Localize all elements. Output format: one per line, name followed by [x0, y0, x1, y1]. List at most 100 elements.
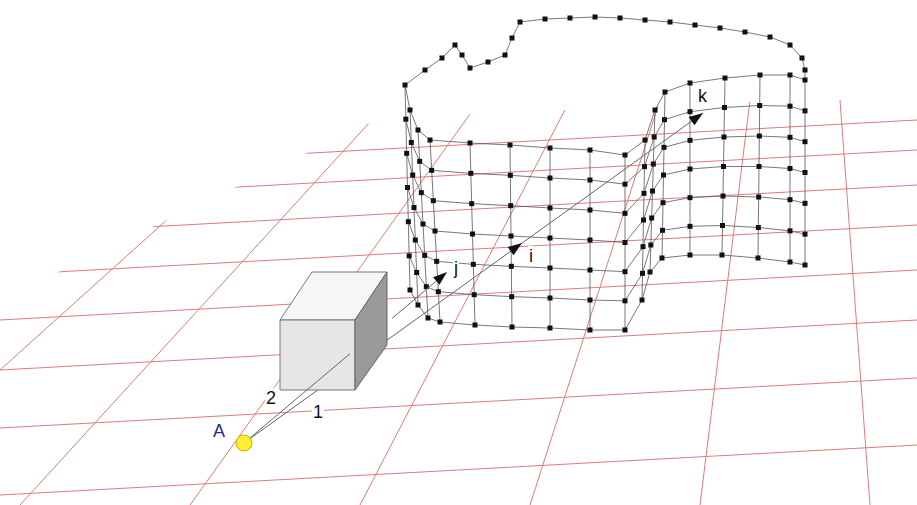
mesh-line — [410, 255, 805, 330]
mesh-node — [588, 298, 593, 303]
mesh-node — [803, 201, 808, 206]
mesh-node — [623, 240, 628, 245]
mesh-node — [803, 68, 808, 73]
mesh-node — [588, 328, 593, 333]
mesh-node — [548, 266, 553, 271]
arrowhead — [433, 272, 447, 285]
mesh-node — [468, 171, 473, 176]
mesh-node — [653, 108, 658, 113]
mesh-node — [548, 296, 553, 301]
mesh-node — [414, 270, 419, 275]
mesh-node — [651, 162, 656, 167]
mesh-node — [486, 60, 491, 65]
ray-2-continued — [392, 281, 437, 319]
mesh-line — [408, 196, 805, 272]
mesh-node — [756, 195, 761, 200]
mesh-line — [662, 92, 665, 258]
mesh-node — [788, 135, 793, 140]
mesh-node — [410, 173, 415, 178]
mesh-node — [803, 139, 808, 144]
mesh-node — [510, 36, 515, 41]
mesh-node — [688, 81, 693, 86]
mesh-line — [410, 110, 418, 305]
mesh-node — [718, 26, 723, 31]
mesh-node — [408, 108, 413, 113]
mesh-node — [648, 243, 653, 248]
mesh-node — [642, 164, 647, 169]
mesh-node — [429, 168, 434, 173]
mesh-line — [470, 143, 475, 325]
mesh-node — [548, 206, 553, 211]
mesh-node — [660, 228, 665, 233]
mesh-node — [438, 320, 443, 325]
mesh-node — [722, 135, 727, 140]
mesh-node — [508, 203, 513, 208]
mesh-node — [588, 148, 593, 153]
mesh-node — [722, 105, 727, 110]
obstacle-box — [280, 272, 387, 390]
mesh-node — [408, 288, 413, 293]
mesh-node — [668, 20, 673, 25]
mesh-line — [406, 106, 805, 185]
mesh-node — [662, 117, 667, 122]
mesh-node — [508, 173, 513, 178]
point-label: j — [453, 258, 459, 278]
mesh-node — [588, 238, 593, 243]
mesh-node — [743, 30, 748, 35]
mesh-node — [472, 292, 477, 297]
mesh-node — [756, 225, 761, 230]
mesh-node — [723, 76, 728, 81]
mesh-node — [509, 294, 514, 299]
arrowhead — [508, 243, 522, 255]
mesh-node — [623, 328, 628, 333]
mesh-node — [468, 66, 473, 71]
mesh-node — [623, 182, 628, 187]
mesh-line — [405, 75, 805, 155]
mesh-node — [641, 218, 646, 223]
mesh-node — [661, 173, 666, 178]
mesh-node — [471, 262, 476, 267]
mesh-node — [405, 185, 410, 190]
mesh-node — [431, 198, 436, 203]
mesh-node — [433, 229, 438, 234]
mesh-node — [503, 53, 508, 58]
mesh-line — [409, 226, 805, 301]
mesh-node — [800, 56, 805, 61]
mesh-node — [756, 256, 761, 261]
mesh-node — [649, 216, 654, 221]
mesh-line — [405, 85, 410, 290]
mesh-node — [473, 323, 478, 328]
mesh-node — [757, 164, 762, 169]
ground-grid — [0, 100, 917, 505]
mesh-node — [720, 223, 725, 228]
mesh-node — [643, 18, 648, 23]
mesh-node — [788, 43, 793, 48]
mesh-node — [788, 197, 793, 202]
mesh-node — [768, 35, 773, 40]
mesh-line — [642, 140, 645, 300]
mesh-line — [722, 78, 725, 255]
mesh-node — [568, 16, 573, 21]
mesh-node — [663, 90, 668, 95]
mesh-node — [788, 104, 793, 109]
mesh-node — [440, 56, 445, 61]
arrowhead — [689, 113, 703, 125]
mesh-node — [412, 205, 417, 210]
mesh-node — [623, 211, 628, 216]
mesh-node — [419, 190, 424, 195]
mesh-node — [721, 194, 726, 199]
mesh-node — [623, 153, 628, 158]
point-label: 1 — [312, 402, 324, 422]
mesh-node — [422, 253, 427, 258]
mesh-node — [548, 146, 553, 151]
mesh-node — [409, 140, 414, 145]
mesh-node — [588, 178, 593, 183]
ray-2 — [244, 354, 350, 443]
mesh-node — [548, 176, 553, 181]
source-point — [236, 435, 252, 451]
mesh-node — [407, 253, 412, 258]
ray-1 — [244, 113, 703, 443]
point-label: i — [528, 246, 534, 266]
mesh-node — [660, 256, 665, 261]
